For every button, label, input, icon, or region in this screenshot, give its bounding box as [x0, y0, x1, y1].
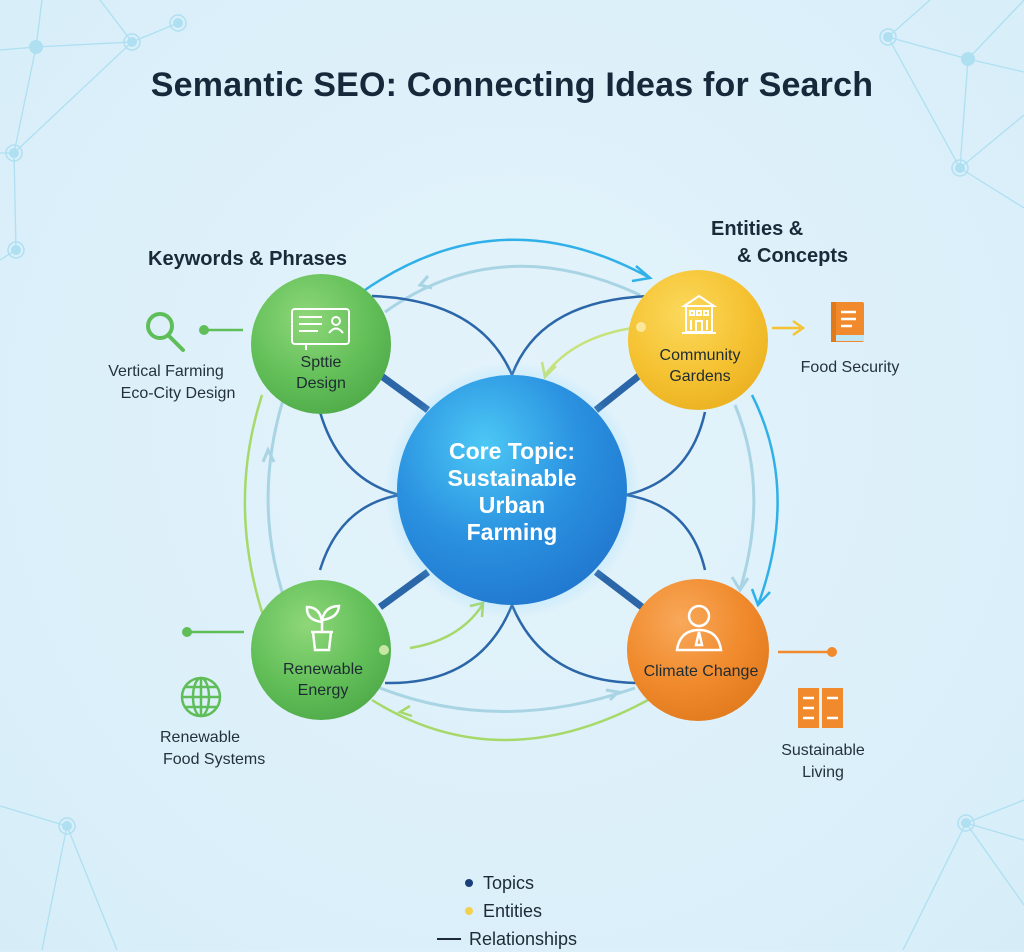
legend-label: Entities	[483, 900, 543, 921]
relationship-line-icon	[437, 938, 461, 940]
node-bottom-left-label: Renewable Energy	[253, 659, 393, 701]
side-item-search-label: Vertical Farming Eco-City Design	[96, 361, 236, 405]
side-label-line1: Renewable	[160, 729, 241, 746]
side-item-sustainable-living-label: Sustainable Living	[763, 740, 883, 784]
core-line3: Urban	[478, 492, 546, 518]
book-icon	[831, 302, 864, 342]
side-connectors	[182, 319, 837, 657]
page-title: Semantic SEO: Connecting Ideas for Searc…	[150, 66, 874, 104]
building-icon	[680, 294, 718, 334]
legend: Topics Entities Relationships	[437, 870, 577, 952]
side-label-line2: Eco-City Design	[120, 385, 236, 402]
legend-label: Topics	[483, 872, 535, 893]
core-line2: Sustainable	[447, 465, 577, 491]
group-label-entities-line2: & Concepts	[737, 245, 849, 267]
group-label-entities-line1: Entities &	[711, 218, 804, 240]
core-topic-label: Core Topic: Sustainable Urban Farming	[402, 438, 622, 546]
node-top-right-label: Community Gardens	[630, 345, 770, 387]
node-label-line1: Community	[659, 347, 741, 364]
background-network-nodes	[5, 14, 975, 835]
side-label-line1: Vertical Farming	[108, 363, 224, 380]
core-line1: Core Topic:	[448, 438, 576, 464]
side-item-food-security-label: Food Security	[790, 357, 910, 379]
side-label-line1: Food Security	[800, 359, 900, 376]
person-icon	[675, 604, 723, 652]
search-icon	[146, 312, 185, 352]
group-label-keywords: Keywords & Phrases	[148, 248, 347, 270]
open-book-icon	[798, 688, 843, 728]
globe-icon	[180, 676, 222, 718]
node-label-line1: Renewable	[282, 661, 364, 678]
topics-dot-icon	[465, 879, 473, 887]
plant-icon	[305, 604, 341, 652]
legend-item-entities: Entities	[465, 896, 577, 926]
core-line4: Farming	[466, 519, 558, 545]
node-bottom-right-label: Climate Change	[631, 661, 771, 682]
certificate-icon	[291, 308, 350, 350]
node-label-line2: Design	[296, 375, 346, 392]
legend-item-topics: Topics	[465, 870, 577, 896]
topic-lines	[318, 294, 707, 685]
side-label-line2: Food Systems	[163, 751, 266, 768]
side-label-line1: Sustainable	[781, 742, 865, 759]
node-top-right[interactable]	[628, 270, 768, 410]
node-label-line1: Climate Change	[643, 663, 759, 680]
side-label-line2: Living	[802, 764, 844, 781]
legend-label: Relationships	[469, 928, 578, 949]
node-label-line2: Gardens	[669, 368, 731, 385]
node-top-left-label: Spttie Design	[251, 352, 391, 394]
entities-dot-icon	[465, 907, 473, 915]
node-label-line2: Energy	[297, 682, 349, 699]
side-item-globe-label: Renewable Food Systems	[150, 727, 280, 771]
legend-item-relationships: Relationships	[437, 926, 577, 952]
core-topic-node[interactable]	[384, 362, 640, 618]
node-label-line1: Spttie	[300, 354, 342, 371]
